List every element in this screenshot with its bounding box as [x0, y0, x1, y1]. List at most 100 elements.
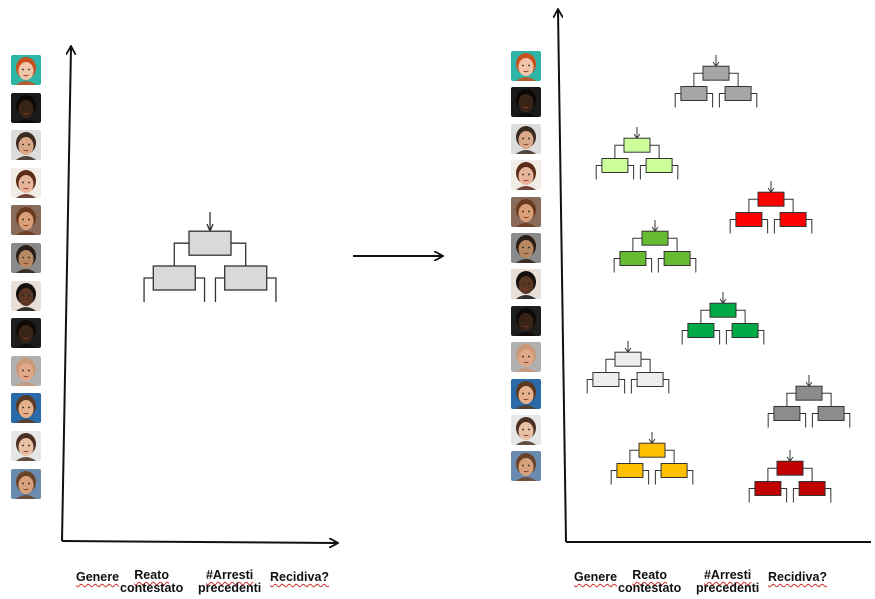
right-xlabel-arresti-line1: #Arresti	[703, 568, 752, 582]
right-tree-9-left-leg-a	[748, 488, 755, 503]
right-tree-7-left-leg-a	[767, 413, 774, 428]
right-face-8	[511, 305, 541, 336]
right-tree-8	[610, 432, 694, 485]
right-tree-4-right-branch	[668, 237, 678, 252]
left-tree-left-leg-b	[195, 277, 206, 302]
right-tree-1-root-node	[702, 65, 730, 81]
right-tree-4-left-leg-b	[645, 258, 653, 273]
left-face-4	[11, 167, 41, 198]
left-xlabel-reato: Reato contestato	[120, 569, 183, 595]
right-tree-7-left-branch	[786, 392, 796, 407]
right-tree-1-right-leaf	[724, 86, 752, 101]
right-tree-6-left-leg-a	[586, 379, 593, 394]
right-xlabel-reato-line1: Reato	[632, 568, 667, 582]
left-x-axis	[61, 541, 337, 543]
right-tree-3-left-leg-b	[761, 219, 769, 234]
right-tree-9-right-branch	[803, 467, 813, 482]
right-tree-3-right-leg-a	[773, 219, 781, 234]
right-tree-1	[674, 55, 758, 108]
left-tree	[143, 212, 277, 302]
right-tree-4-left-leg-a	[613, 258, 620, 273]
right-face-10	[511, 378, 541, 409]
right-tree-4-left-branch	[632, 237, 642, 252]
right-tree-5-right-leg-a	[725, 330, 733, 345]
left-face-11	[11, 431, 41, 461]
right-tree-6	[586, 341, 670, 394]
left-face-12	[11, 468, 41, 499]
right-xlabel-reato-line2: contestato	[618, 581, 682, 595]
left-face-1	[11, 55, 41, 85]
right-tree-6-right-leaf	[636, 372, 664, 387]
left-xlabel-recidiva: Recidiva?	[270, 571, 329, 584]
right-tree-4-root-node	[641, 230, 669, 246]
right-tree-7-right-leg-b	[844, 413, 851, 428]
right-tree-9-left-leaf	[754, 481, 782, 496]
right-face-11	[511, 415, 541, 445]
right-tree-1-right-leg-a	[718, 93, 726, 108]
left-xlabel-reato-line2: contestato	[120, 581, 184, 595]
right-tree-3-left-branch	[748, 198, 758, 213]
right-tree-2-left-branch	[614, 144, 624, 159]
right-tree-5-left-leaf	[687, 323, 715, 338]
right-tree-3-root-node	[757, 191, 785, 207]
right-tree-7-root-node	[795, 385, 823, 401]
right-tree-8-right-leaf	[660, 463, 688, 478]
right-tree-1-left-leg-b	[706, 93, 714, 108]
left-tree-right-leg-a	[214, 277, 225, 302]
right-tree-9-left-branch	[767, 467, 777, 482]
right-tree-5	[681, 292, 765, 345]
right-xlabel-genere-line1: Genere	[574, 570, 618, 584]
right-y-axis	[558, 10, 567, 543]
right-tree-5-right-leaf	[731, 323, 759, 338]
right-tree-3-right-leg-b	[806, 219, 813, 234]
left-tree-right-leaf	[224, 265, 268, 291]
right-tree-9	[748, 450, 832, 503]
left-face-7	[11, 280, 41, 311]
right-tree-5-left-leg-a	[681, 330, 688, 345]
right-tree-9-right-leg-b	[825, 488, 832, 503]
right-tree-1-left-leaf	[680, 86, 708, 101]
left-xlabel-genere-line1: Genere	[76, 570, 120, 584]
right-tree-6-left-leaf	[592, 372, 620, 387]
right-tree-4-right-leg-b	[690, 258, 697, 273]
right-tree-9-right-leaf	[798, 481, 826, 496]
left-y-axis	[61, 47, 71, 542]
right-face-9	[511, 342, 541, 373]
right-tree-6-right-branch	[641, 358, 651, 373]
right-tree-4-left-leaf	[619, 251, 647, 266]
right-face-6	[511, 233, 541, 263]
right-tree-8-left-leaf	[616, 463, 644, 478]
right-tree-5-left-branch	[700, 309, 710, 324]
right-xlabel-recidiva: Recidiva?	[768, 571, 827, 584]
right-tree-3-right-branch	[784, 198, 794, 213]
right-tree-6-left-leg-b	[618, 379, 626, 394]
right-tree-6-left-branch	[605, 358, 615, 373]
right-tree-6-right-leg-b	[663, 379, 670, 394]
right-tree-7-left-leg-b	[799, 413, 807, 428]
right-tree-1-left-leg-a	[674, 93, 681, 108]
right-tree-5-right-branch	[736, 309, 746, 324]
left-face-6	[11, 243, 41, 273]
right-tree-8-right-leg-b	[687, 470, 694, 485]
left-tree-root-node	[188, 230, 232, 256]
left-face-10	[11, 393, 41, 424]
right-face-7	[511, 269, 541, 300]
left-tree-right-leg-b	[266, 277, 277, 302]
right-tree-3	[729, 181, 813, 234]
left-face-9	[11, 355, 41, 386]
left-xlabel-recidiva-line1: Recidiva?	[270, 570, 330, 584]
right-tree-3-left-leaf	[735, 212, 763, 227]
left-decision-tree	[143, 212, 277, 302]
right-tree-3-left-leg-a	[729, 219, 736, 234]
left-tree-right-branch	[231, 242, 247, 266]
left-xlabel-genere: Genere	[76, 571, 119, 584]
right-tree-8-left-branch	[629, 449, 639, 464]
left-xlabel-reato-line1: Reato	[134, 568, 169, 582]
right-tree-6-right-leg-a	[630, 379, 638, 394]
left-face-2	[11, 92, 41, 123]
right-tree-8-root-node	[638, 442, 666, 458]
right-tree-9-left-leg-b	[780, 488, 788, 503]
left-tree-left-branch	[173, 242, 189, 266]
right-tree-5-right-leg-b	[758, 330, 765, 345]
right-face-2	[511, 87, 541, 118]
